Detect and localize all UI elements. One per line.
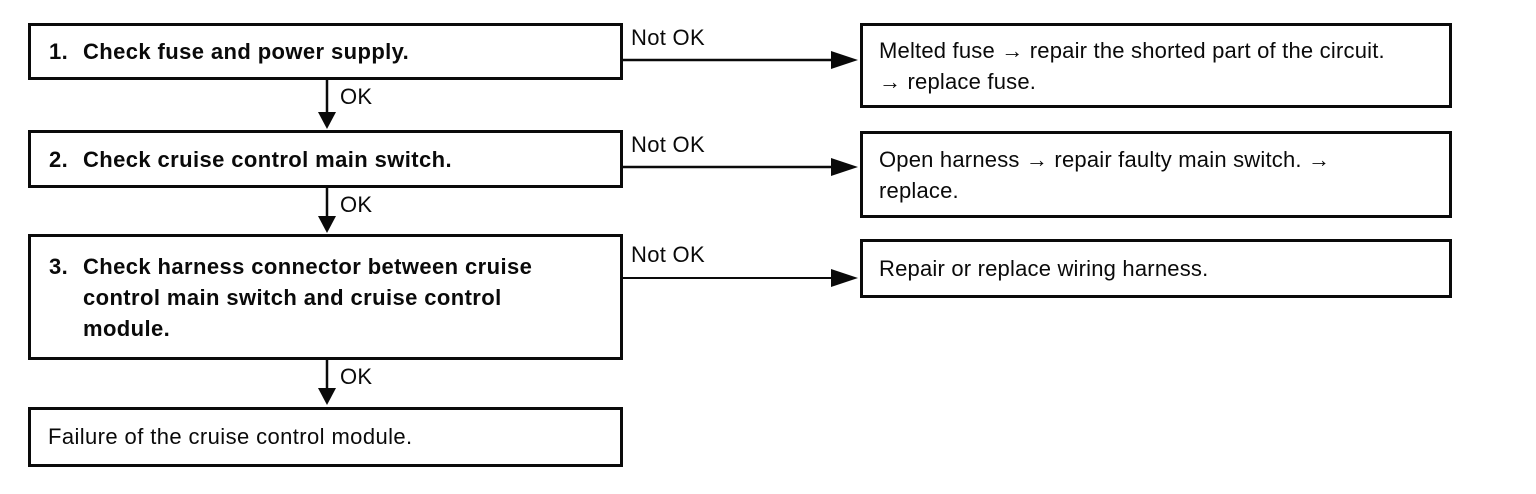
arrow-head bbox=[318, 112, 336, 129]
terminal-box: Failure of the cruise control module. bbox=[28, 407, 623, 467]
ok-arrow-2 bbox=[318, 188, 336, 233]
step-number: 3. bbox=[49, 253, 69, 279]
not-ok-label-2: Not OK bbox=[631, 132, 705, 157]
not-ok-arrow-1 bbox=[623, 51, 858, 69]
arrow-head bbox=[831, 158, 858, 176]
ok-arrow-1 bbox=[318, 80, 336, 129]
step-content: 2. Check cruise control main switch. bbox=[49, 144, 452, 175]
remedy-box-1: Melted fuse → repair the shorted part of… bbox=[860, 23, 1452, 108]
remedy-text: Melted fuse → repair the shorted part of… bbox=[879, 37, 1385, 94]
arrow-head bbox=[318, 216, 336, 233]
arrow-head bbox=[831, 51, 858, 69]
ok-label-1: OK bbox=[340, 84, 373, 109]
step-text: Check fuse and power supply. bbox=[83, 39, 410, 64]
step-content: 3. Check harness connector between cruis… bbox=[49, 251, 575, 344]
ok-label-2: OK bbox=[340, 192, 373, 217]
arrow-head bbox=[318, 388, 336, 405]
not-ok-label-3: Not OK bbox=[631, 242, 705, 267]
remedy-box-2: Open harness → repair faulty main switch… bbox=[860, 131, 1452, 218]
remedy-box-3: Repair or replace wiring harness. bbox=[860, 239, 1452, 298]
not-ok-label-1: Not OK bbox=[631, 25, 705, 50]
step-number: 2. bbox=[49, 146, 69, 172]
step-box-1: 1. Check fuse and power supply. bbox=[28, 23, 623, 80]
ok-label-3: OK bbox=[340, 364, 373, 389]
step-content: 1. Check fuse and power supply. bbox=[49, 36, 409, 67]
step-number: 1. bbox=[49, 39, 69, 64]
not-ok-arrow-3 bbox=[623, 269, 858, 287]
not-ok-arrow-2 bbox=[623, 158, 858, 176]
step-box-2: 2. Check cruise control main switch. bbox=[28, 130, 623, 188]
step-text: Check harness connector between cruise c… bbox=[83, 253, 533, 341]
terminal-text: Failure of the cruise control module. bbox=[48, 424, 413, 449]
remedy-text: Open harness → repair faulty main switch… bbox=[879, 146, 1331, 203]
step-text: Check cruise control main switch. bbox=[83, 146, 452, 172]
step-box-3: 3. Check harness connector between cruis… bbox=[28, 234, 623, 360]
arrow-head bbox=[831, 269, 858, 287]
ok-arrow-3 bbox=[318, 360, 336, 405]
remedy-text: Repair or replace wiring harness. bbox=[879, 256, 1209, 281]
